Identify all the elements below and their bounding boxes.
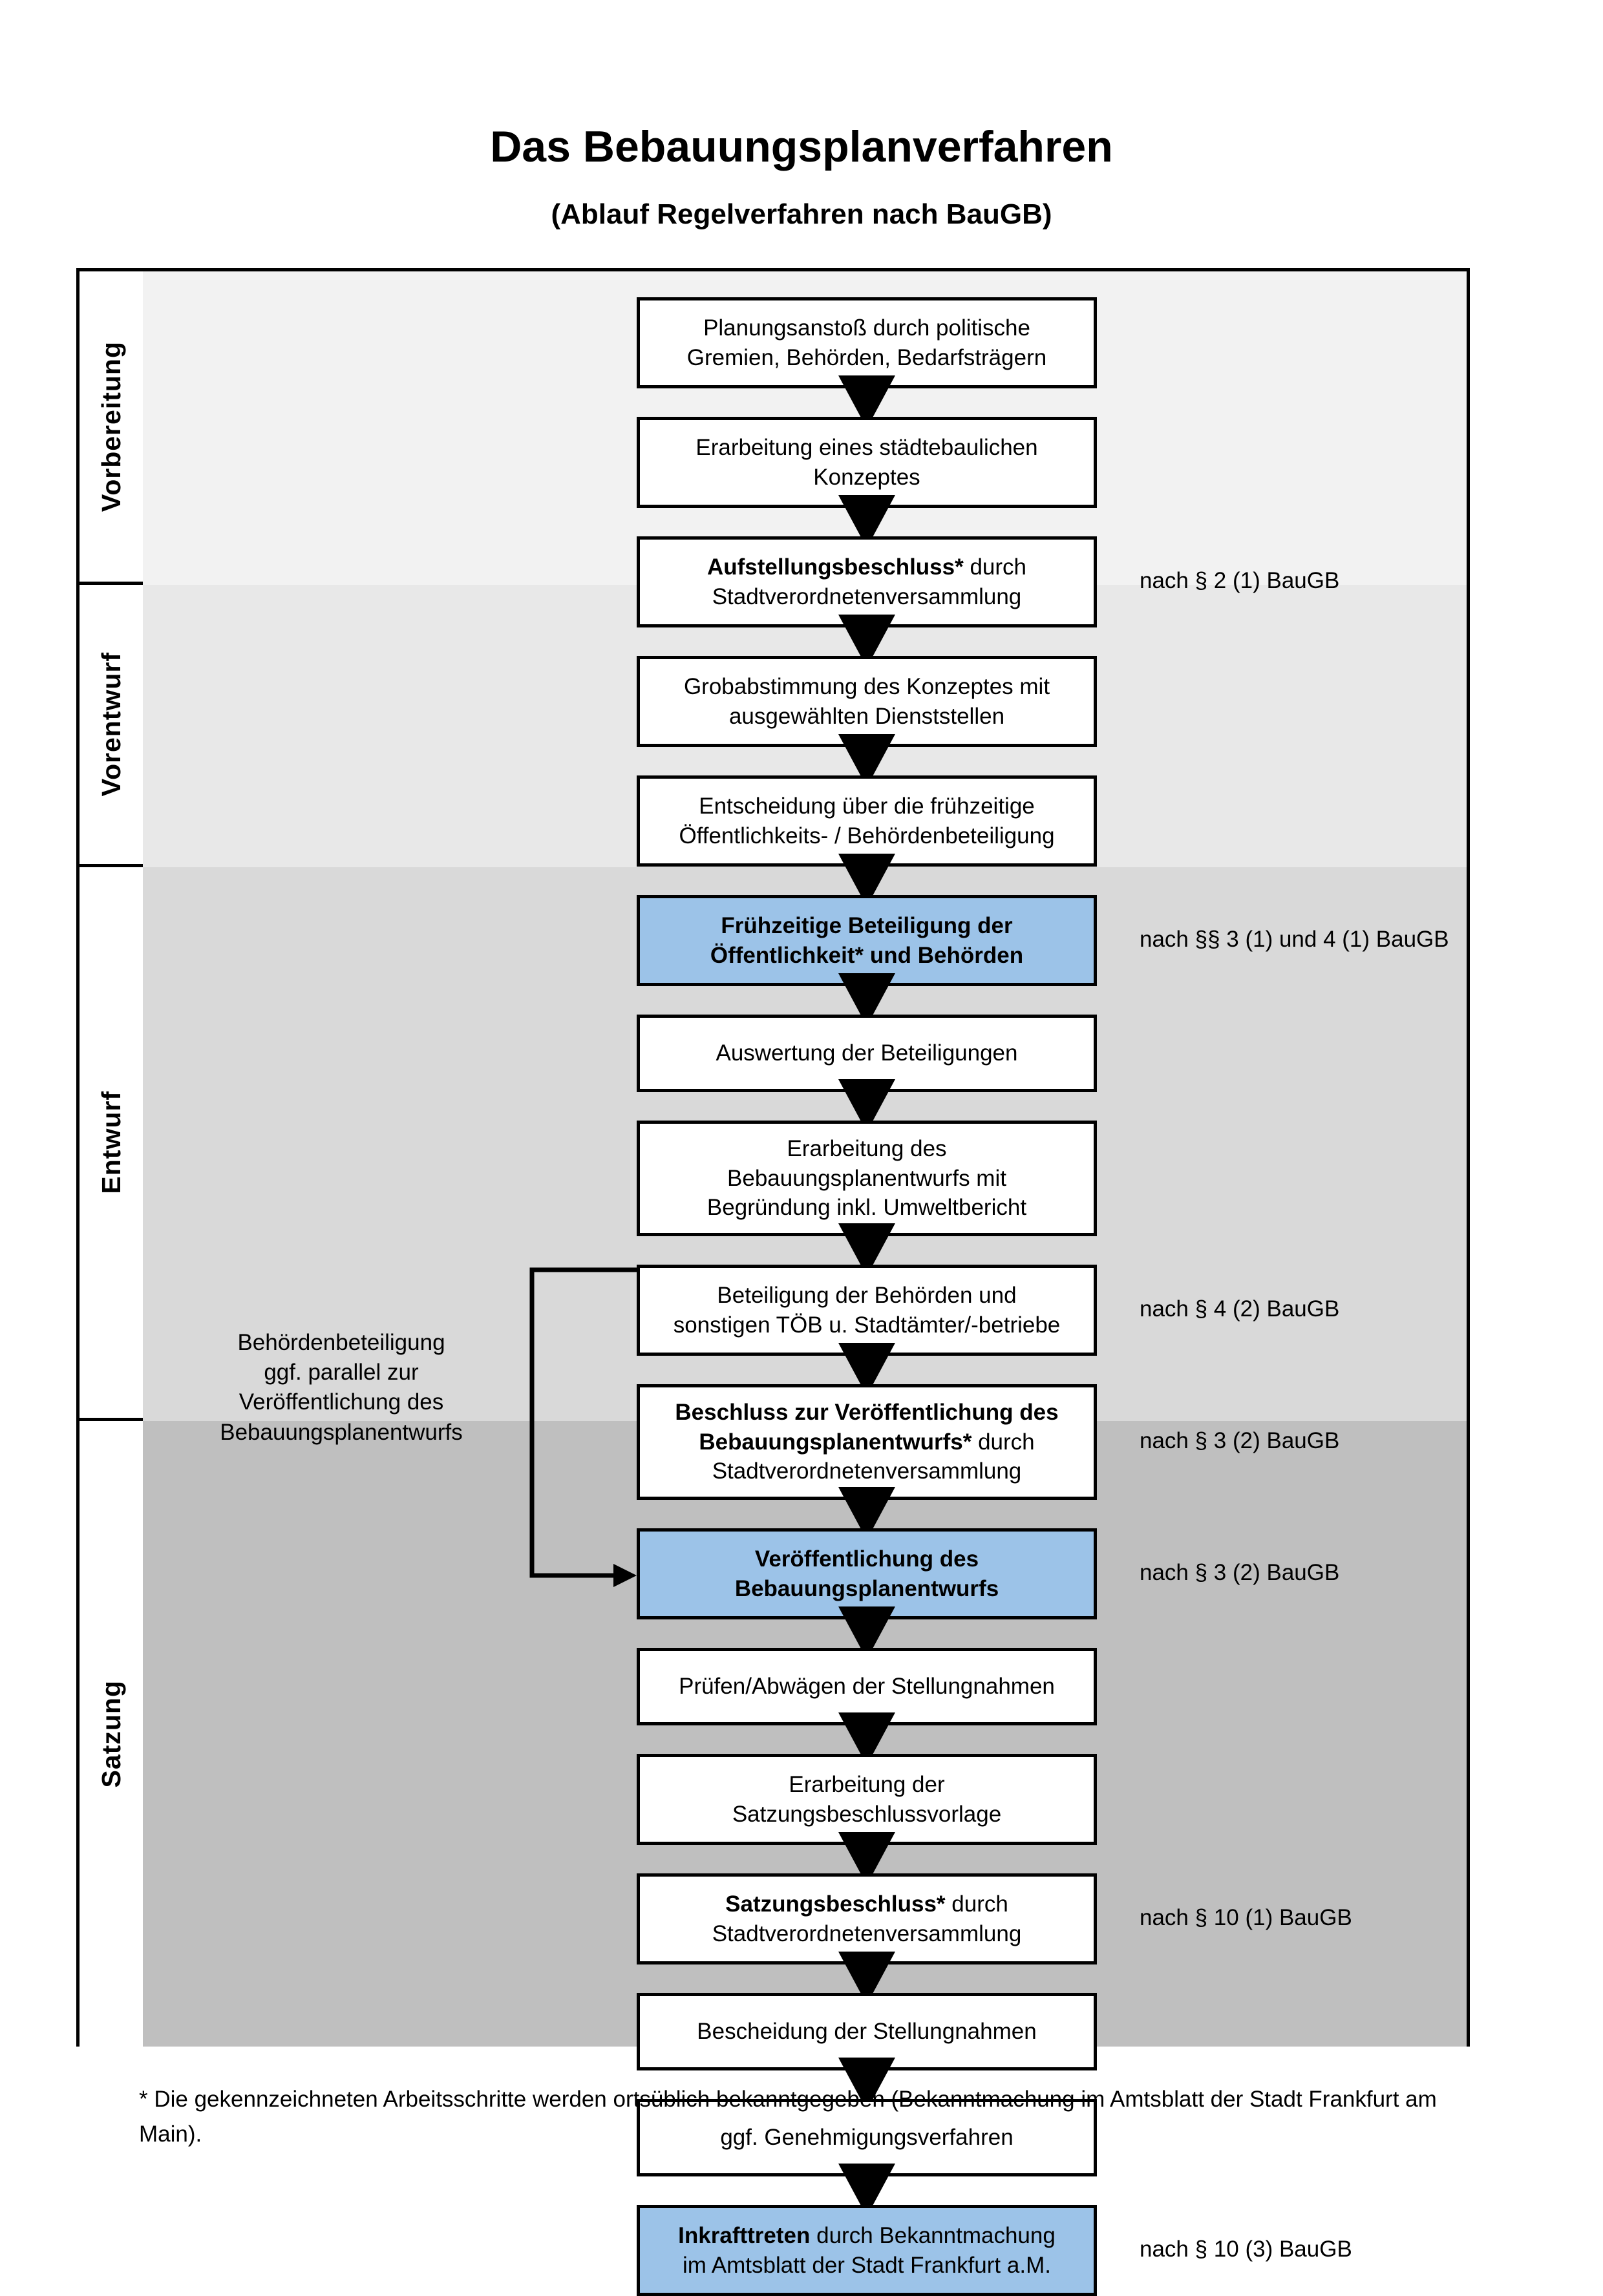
phase-label-satzung: Satzung (96, 1680, 126, 1788)
process-box-s9: Beteiligung der Behörden und sonstigen TÖ… (637, 1265, 1097, 1356)
process-box-line: Grobabstimmung des Konzeptes mit (683, 674, 1050, 699)
legal-ref-r2: nach §§ 3 (1) und 4 (1) BauGB (1140, 926, 1449, 952)
process-box-s4: Grobabstimmung des Konzeptes mit ausgewäh… (637, 656, 1097, 747)
footnote: * Die gekennzeichneten Arbeitsschritte w… (139, 2087, 1437, 2147)
annotation-line: Behördenbeteiligung (237, 1330, 445, 1355)
legal-ref-r7: nach § 10 (3) BauGB (1140, 2236, 1352, 2262)
process-box-text: Prüfen/Abwägen der Stellungnahmen (679, 1672, 1055, 1701)
process-box-line: Beteiligung der Behörden und (717, 1283, 1017, 1308)
process-box-text: Bescheidung der Stellungnahmen (697, 2017, 1036, 2047)
process-box-line: sonstigen TÖB u. Stadtämter/-betriebe (673, 1312, 1061, 1338)
process-box-text: Auswertung der Beteiligungen (716, 1038, 1018, 1068)
legal-ref-r5: nach § 3 (2) BauGB (1140, 1559, 1340, 1585)
process-box-line: Konzeptes (813, 464, 920, 490)
process-box-text: ggf. Genehmigungsverfahren (720, 2123, 1013, 2153)
process-box-line: Bescheidung der Stellungnahmen (697, 2019, 1037, 2045)
process-box-line: Auswertung der Beteiligungen (716, 1040, 1018, 1066)
process-box-line: Stadtverordnetenversammlung (712, 584, 1022, 609)
process-box-line: Stadtverordnetenversammlung (712, 1921, 1022, 1946)
phase-label-entwurf: Entwurf (96, 1091, 126, 1194)
page-subtitle: (Ablauf Regelverfahren nach BauGB) (551, 198, 1052, 230)
process-box-line: Inkrafttreten durch Bekanntmachung (678, 2223, 1056, 2248)
process-box-line: Entscheidung über die frühzeitige (699, 794, 1035, 819)
annotation-line: Veröffentlichung des (239, 1389, 444, 1415)
annotation-line: ggf. parallel zur (264, 1360, 419, 1385)
process-box-line: Erarbeitung der (789, 1772, 945, 1797)
process-box-s17: Inkrafttreten durch Bekanntmachung im Amt… (637, 2205, 1097, 2296)
process-box-line: Frühzeitige Beteiligung der (721, 913, 1013, 938)
process-box-s12: Prüfen/Abwägen der Stellungnahmen (637, 1648, 1097, 1725)
process-box-line: Aufstellungsbeschluss* durch (706, 554, 1027, 580)
process-box-line: Prüfen/Abwägen der Stellungnahmen (679, 1674, 1055, 1700)
phase-cell-entwurf: Entwurf (80, 867, 143, 1421)
process-box-line: Öffentlichkeits- / Behördenbeteiligung (679, 823, 1055, 848)
legal-ref-r6: nach § 10 (1) BauGB (1140, 1904, 1352, 1930)
legal-ref-r3: nach § 4 (2) BauGB (1140, 1296, 1340, 1322)
phase-cell-vorbereitung: Vorbereitung (80, 271, 143, 585)
process-box-line: Erarbeitung eines städtebaulichen (695, 435, 1038, 460)
phase-cell-vorentwurf: Vorentwurf (80, 585, 143, 867)
process-box-text: Inkrafttreten durch Bekanntmachung im Amt… (678, 2221, 1056, 2280)
process-box-line: Bebauungsplanentwurfs mit (727, 1165, 1006, 1191)
process-box-line: Beschluss zur Veröffentlichung des (675, 1400, 1059, 1426)
process-box-line: Gremien, Behörden, Bedarfsträgern (686, 344, 1047, 370)
title-block: Das Bebauungsplanverfahren (Ablauf Regel… (0, 123, 1603, 231)
process-box-line: Erarbeitung des (787, 1136, 947, 1162)
process-box-text: Grobabstimmung des Konzeptes mit ausgewäh… (684, 672, 1050, 731)
process-box-line: Bebauungsplanentwurfs* durch (699, 1429, 1035, 1455)
process-box-text: Beteiligung der Behörden und sonstigen TÖ… (674, 1281, 1061, 1340)
process-box-line: Bebauungsplanentwurfs (734, 1575, 999, 1601)
process-box-line: ggf. Genehmigungsverfahren (720, 2125, 1014, 2151)
legal-ref-r4: nach § 3 (2) BauGB (1140, 1427, 1340, 1453)
annotation-line: Bebauungsplanentwurfs (220, 1419, 463, 1445)
phase-label-vorentwurf: Vorentwurf (96, 652, 126, 797)
process-box-line: Satzungsbeschlussvorlage (732, 1801, 1002, 1827)
legal-ref-r1: nach § 2 (1) BauGB (1140, 567, 1340, 593)
process-box-line: Veröffentlichung des (754, 1546, 979, 1572)
page-title: Das Bebauungsplanverfahren (490, 122, 1113, 171)
phase-cell-satzung: Satzung (80, 1421, 143, 2047)
phase-label-vorbereitung: Vorbereitung (96, 341, 126, 512)
process-box-line: Planungsanstoß durch politische (703, 315, 1030, 341)
process-box-line: Begründung inkl. Umweltbericht (706, 1195, 1027, 1221)
process-box-line: Satzungsbeschluss* durch (725, 1891, 1008, 1917)
process-box-line: ausgewählten Dienststellen (728, 703, 1005, 729)
process-box-line: Öffentlichkeit* und Behörden (710, 942, 1024, 968)
process-box-line: im Amtsblatt der Stadt Frankfurt a.M. (683, 2252, 1051, 2278)
process-box-line: Stadtverordnetenversammlung (712, 1459, 1022, 1484)
